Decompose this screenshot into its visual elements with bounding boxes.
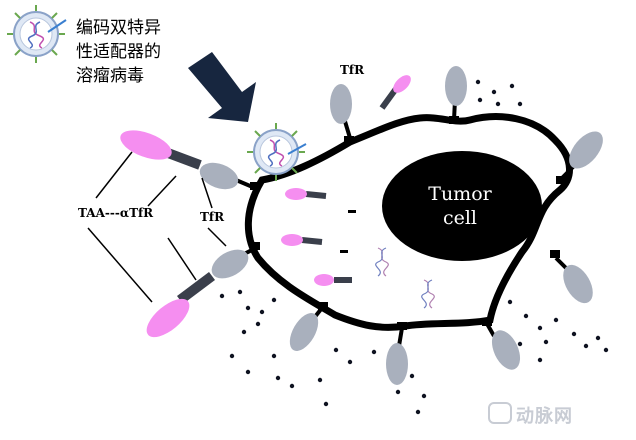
virus-caption-line-1: 编码双特异 <box>76 18 161 38</box>
intracellular-bars <box>340 210 356 253</box>
down-right-arrow-icon <box>188 52 256 122</box>
tumor-label-line-2: cell <box>442 207 478 229</box>
tumor-nucleus <box>382 151 542 261</box>
virus-caption-line-3: 溶瘤病毒 <box>76 66 144 86</box>
oncolytic-virus-icon <box>7 5 67 63</box>
virus-caption: 编码双特异 性适配器的 溶瘤病毒 <box>76 16 216 88</box>
membrane-anchors <box>250 116 566 330</box>
tumor-label-line-1: Tumor <box>428 183 492 205</box>
scattered-particles <box>219 79 609 415</box>
watermark-text: 动脉网 <box>516 406 573 427</box>
dna-helix-icon <box>421 279 435 309</box>
oncolytic-virus-icon <box>247 123 307 181</box>
tumor-cell-label: Tumor cell <box>400 182 520 230</box>
bispecific-antibodies <box>120 75 411 338</box>
watermark-logo-icon <box>488 402 512 424</box>
virus-caption-line-2: 性适配器的 <box>76 42 161 62</box>
label-leader-lines <box>87 151 227 303</box>
taa-antibody-label: TAA---αTfR <box>78 206 154 220</box>
tfr-label-top: TfR <box>340 63 365 77</box>
tfr-label-left: TfR <box>200 210 225 224</box>
dna-helix-icon <box>375 247 389 277</box>
